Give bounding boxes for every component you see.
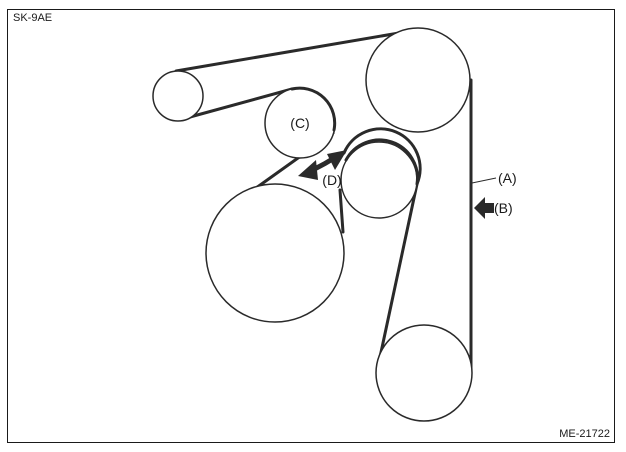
belt-segment-crank-to-idler	[338, 188, 345, 234]
pulley-top-right	[365, 27, 471, 133]
belt-segment-small-pulley-lower	[188, 87, 294, 119]
push-arrow-b	[474, 197, 494, 219]
adjust-double-arrow	[298, 150, 347, 180]
label-b: (B)	[494, 200, 513, 216]
label-d: (D)	[322, 172, 341, 188]
label-c: (C)	[290, 115, 309, 131]
belt-wrap-c-overlay	[290, 86, 337, 132]
diagram-frame	[7, 9, 615, 443]
leader-line-a	[471, 177, 497, 184]
belt-wraps-overlay	[290, 86, 419, 186]
arrow-head-right	[327, 150, 347, 170]
belt-wrap-d-overlay	[344, 138, 419, 186]
figure-code-bottom: ME-21722	[559, 428, 610, 440]
belt-segment-top	[174, 31, 401, 73]
pulleys	[152, 27, 473, 422]
belt-segment-idler-to-bottom	[378, 182, 419, 359]
arrow-head-left	[298, 160, 318, 180]
pulley-small-left	[152, 70, 204, 122]
figure-code-top: SK-9AE	[13, 12, 53, 24]
label-a: (A)	[498, 170, 517, 186]
pulley-bottom-right	[375, 324, 473, 422]
pulley-crank-large	[205, 183, 345, 323]
belt-wrap-idler-d	[342, 127, 422, 186]
